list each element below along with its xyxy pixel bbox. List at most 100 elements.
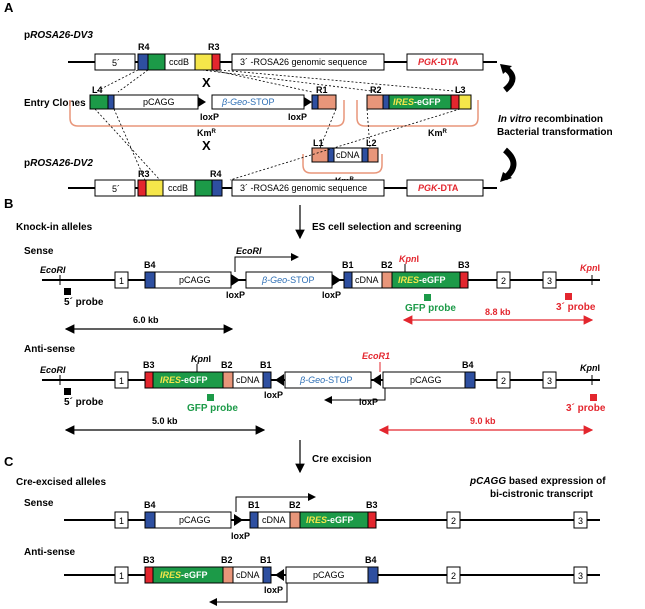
cre-anti-ires: IRES-eGFP [160,570,208,580]
sense-pcagg: pCAGG [179,275,211,285]
anti-size-90: 9.0 kb [470,416,496,426]
recombination-lines-bottom [94,108,461,181]
sense-exon1: 1 [119,276,124,286]
invitro-text: In vitro recombination [498,114,603,125]
dv3-ccdb: ccdB [169,57,189,67]
anti-cdna: cDNA [236,375,260,385]
clone1-loxp1: loxP [200,112,219,122]
cre-sense-exon1: 1 [119,516,124,526]
section-c-label: C [4,454,14,469]
cre-note-2: bi-cistronic transcript [490,489,593,500]
clone1-R1: R1 [316,85,328,95]
sense-cdna: cDNA [355,275,379,285]
anti-5probe: 5´ probe [64,397,104,408]
antisense-label-b: Anti-sense [24,344,76,355]
anti-betageo: β-Geo-STOP [299,375,353,385]
anti-B3: B3 [143,360,155,370]
cre-title: Cre-excised alleles [16,477,106,488]
cre-sense-loxp: loxP [231,531,250,541]
sense-gfp-probe: GFP probe [405,303,456,314]
entry-clone-3: L1 cDNA L2 KmR [302,138,383,186]
section-a-label: A [4,0,14,15]
clone3-L2: L2 [366,138,377,148]
dv2-pgk-dta: PGK-DTA [418,183,459,193]
dv2-label: pROSA26-DV2 [24,158,93,169]
cre-anti-exon3: 3 [578,571,583,581]
dv3-5prime-box [94,53,136,71]
cre-sense-B4: B4 [144,500,156,510]
dv3-pgk-dta: PGK-DTA [418,57,459,67]
knockin-title: Knock-in alleles [16,222,93,233]
anti-kpni-right: KpnI [580,363,600,373]
dv3-5prime-text: 5´ [112,58,120,68]
anti-pcagg: pCAGG [410,375,442,385]
entry-clones-label: Entry Clones [24,98,86,109]
anti-B1: B1 [260,360,272,370]
dv3-label: pROSA26-DV3 [24,30,93,41]
cre-anti-B3: B3 [143,555,155,565]
sense-ecori-mid: EcoRI [236,246,262,256]
anti-loxp1: loxP [264,390,283,400]
dv3-R4: R4 [138,42,150,52]
cre-sense-B1: B1 [248,500,260,510]
clone2-kmr: KmR [428,128,448,138]
dv2-vector: 5´ ccdB R3 R4 3´ -ROSA26 genomic sequenc… [68,169,497,197]
cre-sense-exon2: 2 [451,516,456,526]
anti-gfp-probe: GFP probe [187,403,238,414]
recombination-lines-mid [319,108,371,149]
anti-kpni-mid: KpnI [191,354,211,364]
anti-3probe: 3´ probe [566,403,606,414]
cross-bottom: X [202,138,211,153]
section-b-label: B [4,196,13,211]
clone2-L3: L3 [455,85,466,95]
dv3-vector: 5´ ccdB R4 R3 3´ -ROSA26 genomic sequenc… [68,42,497,71]
anti-B4: B4 [462,360,474,370]
sense-exon3: 3 [547,276,552,286]
sense-size-60: 6.0 kb [133,315,159,325]
sense-knockin-allele: EcoRI 1 B4 pCAGG loxP EcoRI β-Geo-STOP l… [40,246,600,334]
bacterial-text: Bacterial transformation [497,127,613,138]
sense-label-c: Sense [24,498,54,509]
dv3-genomic: 3´ -ROSA26 genomic sequence [240,57,367,67]
sense-cre-allele: 1 B4 pCAGG loxP B1 cDNA B2 IRES-eGFP B3 … [64,493,600,541]
cre-sense-pcagg: pCAGG [179,515,211,525]
cre-note-1: pCAGG based expression of [469,476,606,487]
sense-exon2: 2 [501,276,506,286]
cre-anti-cdna: cDNA [236,570,260,580]
cre-sense-exon3: 3 [578,516,583,526]
anti-exon2: 2 [501,376,506,386]
cre-anti-loxp: loxP [264,585,283,595]
entry-clone-1: L4 pCAGG β-Geo-STOP R1 loxP loxP KmR [69,85,345,138]
cre-anti-B4: B4 [365,555,377,565]
anti-ecor1: EcoR1 [362,351,390,361]
clone1-pcagg: pCAGG [143,97,175,107]
antisense-knockin-allele: EcoRI 1 B3 IRES-eGFP KpnI B2 cDNA B1 lox… [40,351,606,435]
sense-kpni-mid: KpnI [399,254,419,264]
sense-label-b: Sense [24,246,54,257]
sense-3probe: 3´ probe [556,302,596,313]
sense-ecori-left: EcoRI [40,265,66,275]
sense-B1: B1 [342,260,354,270]
clone1-betageo: β-Geo-STOP [221,97,275,107]
cre-sense-cdna: cDNA [262,515,286,525]
sense-betageo: β-Geo-STOP [261,275,315,285]
anti-ires: IRES-eGFP [160,375,208,385]
anti-exon3: 3 [547,376,552,386]
dv2-5prime: 5´ [112,184,120,194]
sense-ires: IRES-eGFP [398,275,446,285]
dv2-R3: R3 [138,169,150,179]
antisense-cre-allele: 1 B3 IRES-eGFP B2 cDNA B1 loxP pCAGG B4 … [64,555,600,606]
clone2-R2: R2 [370,85,382,95]
sense-B3: B3 [458,260,470,270]
dv2-genomic: 3´ -ROSA26 genomic sequence [240,183,367,193]
cre-sense-ires: IRES-eGFP [306,515,354,525]
clone1-L4: L4 [92,85,103,95]
cre-anti-B1: B1 [260,555,272,565]
cross-top: X [202,75,211,90]
clone3-cdna: cDNA [336,150,360,160]
sense-loxp1: loxP [226,290,245,300]
dv2-ccdb: ccdB [168,183,188,193]
sense-loxp2: loxP [322,290,341,300]
anti-exon1: 1 [119,376,124,386]
